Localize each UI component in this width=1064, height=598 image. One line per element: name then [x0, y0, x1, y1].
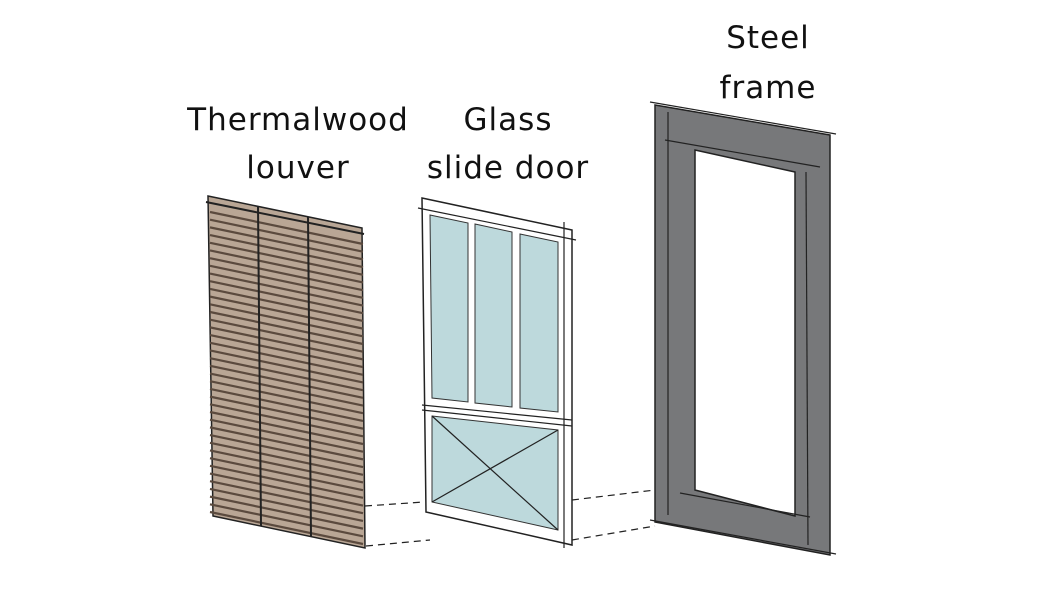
- louver-slat: [209, 218, 364, 253]
- louver-slat: [209, 234, 364, 269]
- dashed-line: [571, 525, 656, 541]
- glass-pane: [429, 214, 469, 403]
- louver-panel: [207, 195, 366, 549]
- louver-slat: [209, 434, 364, 469]
- louver-slat: [209, 210, 364, 246]
- louver-slat: [209, 318, 364, 353]
- louver-slat: [209, 287, 364, 322]
- louver-slat: [209, 472, 364, 507]
- louver-slat: [209, 241, 364, 276]
- steel-frame-body: [654, 104, 831, 556]
- louver-slat: [209, 503, 364, 538]
- glass-slide-door: [417, 197, 577, 548]
- louver-slat: [209, 410, 364, 446]
- glass-pane: [474, 223, 513, 408]
- louver-slat: [209, 264, 364, 299]
- louver-slat: [209, 334, 364, 369]
- louver-slat: [209, 349, 364, 384]
- louver-slat: [209, 249, 364, 284]
- louver-slat: [209, 480, 364, 515]
- louver-slat: [209, 403, 364, 438]
- steel-frame: [649, 101, 837, 556]
- glass-label-line1: Glass: [464, 102, 553, 138]
- louver-label-line2: louver: [246, 150, 349, 186]
- dashed-line: [365, 539, 431, 547]
- louver-slat: [209, 387, 364, 422]
- louver-slat: [209, 272, 364, 307]
- steel-label-line1: Steel: [726, 20, 810, 56]
- louver-slat: [209, 295, 364, 330]
- louver-slat: [209, 280, 364, 315]
- louver-slat: [209, 372, 364, 407]
- louver-slat: [209, 357, 364, 392]
- louver-slats: [209, 210, 364, 546]
- glass-pane: [519, 233, 559, 413]
- louver-slat: [209, 449, 364, 484]
- louver-slat: [209, 310, 364, 346]
- louver-slat: [209, 426, 364, 461]
- louver-slat: [209, 326, 364, 361]
- louver-slat: [209, 364, 364, 399]
- louver-slat: [209, 341, 364, 376]
- glass-label-line2: slide door: [427, 150, 589, 186]
- louver-label-line1: Thermalwood: [186, 102, 409, 138]
- louver-slat: [209, 226, 364, 261]
- alignment-lines: [364, 489, 656, 547]
- louver-slat: [209, 464, 364, 499]
- steel-label-line2: frame: [720, 70, 817, 106]
- thermalwood-louver: [205, 195, 366, 549]
- louver-slat: [209, 303, 364, 338]
- louver-slat: [209, 418, 364, 453]
- louver-slat: [209, 495, 364, 530]
- louver-slat: [209, 257, 364, 292]
- dashed-line: [571, 489, 656, 501]
- dashed-line: [364, 501, 425, 507]
- louver-slat: [209, 457, 364, 492]
- louver-slat: [209, 395, 364, 430]
- louver-slat: [209, 510, 364, 546]
- louver-slat: [209, 441, 364, 476]
- louver-slat: [209, 487, 364, 522]
- louver-stiles: [205, 201, 365, 538]
- louver-slat: [209, 380, 364, 415]
